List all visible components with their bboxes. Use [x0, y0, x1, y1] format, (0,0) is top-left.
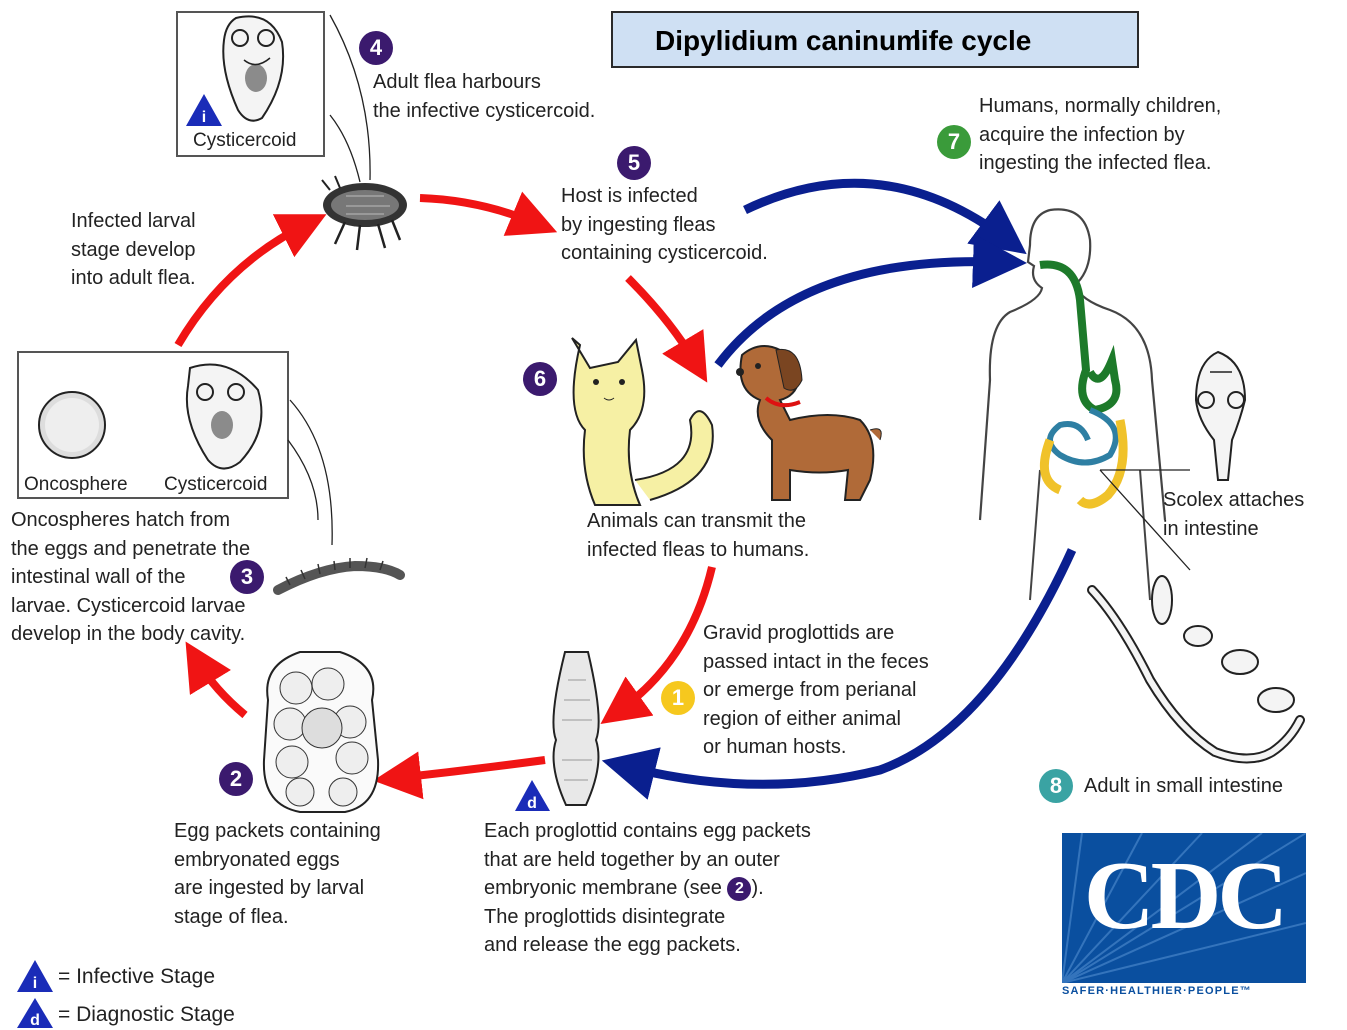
- step-8-badge: 8: [1039, 769, 1073, 803]
- diagnostic-mark-legend: d: [30, 1012, 40, 1029]
- arrow-flea-to-host: [420, 198, 535, 223]
- infective-mark-legend: i: [33, 975, 37, 992]
- adult-flea-illustration: [322, 176, 407, 250]
- dog-illustration: [736, 346, 881, 500]
- proglottid-line-3b: ).: [751, 877, 763, 899]
- diagnostic-legend-marker: d: [17, 998, 53, 1029]
- larval-text: Infected larval stage develop into adult…: [71, 207, 196, 293]
- proglottid-line-2: that are held together by an outer: [484, 846, 904, 875]
- flea-larva-illustration: [278, 558, 400, 590]
- human-silhouette-illustration: [980, 209, 1190, 600]
- scolex-illustration: [1196, 352, 1245, 480]
- proglottid-illustration: [553, 652, 598, 805]
- proglottid-line-3a: embryonic membrane (see: [484, 877, 722, 899]
- step-1-badge: 1: [661, 681, 695, 715]
- proglottid-line-3: embryonic membrane (see 2).: [484, 874, 904, 903]
- arrow-proglottid-to-eggs: [397, 760, 545, 778]
- proglottid-line-1: Each proglottid contains egg packets: [484, 817, 904, 846]
- proglottid-line-5: and release the egg packets.: [484, 931, 904, 960]
- step-4-badge: 4: [359, 31, 393, 65]
- step-7-badge: 7: [937, 125, 971, 159]
- infective-legend-marker: i: [17, 960, 53, 992]
- caption-cysticercoid-mid: Cysticercoid: [164, 474, 267, 496]
- step-1-text: Gravid proglottids are passed intact in …: [703, 619, 929, 762]
- step-5-text: Host is infected by ingesting fleas cont…: [561, 182, 768, 268]
- step-5-badge: 5: [617, 146, 651, 180]
- cdc-logo: CDC: [1062, 833, 1306, 983]
- step-2-text: Egg packets containing embryonated eggs …: [174, 817, 381, 931]
- legend-infective: = Infective Stage: [58, 965, 215, 989]
- arrow-eggs-to-larva: [198, 662, 245, 715]
- step-3-text: Oncospheres hatch from the eggs and pene…: [11, 506, 250, 649]
- legend-diagnostic: = Diagnostic Stage: [58, 1003, 235, 1027]
- scolex-text: Scolex attaches in intestine: [1163, 486, 1304, 543]
- diagnostic-stage-marker-proglottid: d: [515, 780, 550, 812]
- step-6-text: Animals can transmit the infected fleas …: [587, 507, 809, 564]
- step-8-text: Adult in small intestine: [1084, 772, 1283, 801]
- step-4-text: Adult flea harbours the infective cystic…: [373, 68, 595, 125]
- adult-tapeworm-illustration: [1092, 576, 1300, 759]
- proglottid-ref-badge: 2: [727, 877, 751, 901]
- diagnostic-mark-proglottid: d: [527, 795, 537, 812]
- step-2-badge: 2: [219, 762, 253, 796]
- arrow-host-to-human: [745, 183, 1005, 238]
- arrow-larva-to-flea: [178, 225, 305, 345]
- caption-cysticercoid-top: Cysticercoid: [193, 130, 296, 152]
- caption-oncosphere: Oncosphere: [24, 474, 128, 496]
- step-6-badge: 6: [523, 362, 557, 396]
- cdc-letters: CDC: [1062, 841, 1306, 951]
- proglottid-line-4: The proglottids disintegrate: [484, 903, 904, 932]
- step-7-text: Humans, normally children, acquire the i…: [979, 92, 1221, 178]
- infective-mark-top: i: [202, 109, 206, 126]
- cdc-tagline: SAFER·HEALTHIER·PEOPLE™: [1062, 985, 1312, 997]
- proglottid-text: Each proglottid contains egg packets tha…: [484, 817, 904, 960]
- egg-packet-illustration: [264, 652, 378, 812]
